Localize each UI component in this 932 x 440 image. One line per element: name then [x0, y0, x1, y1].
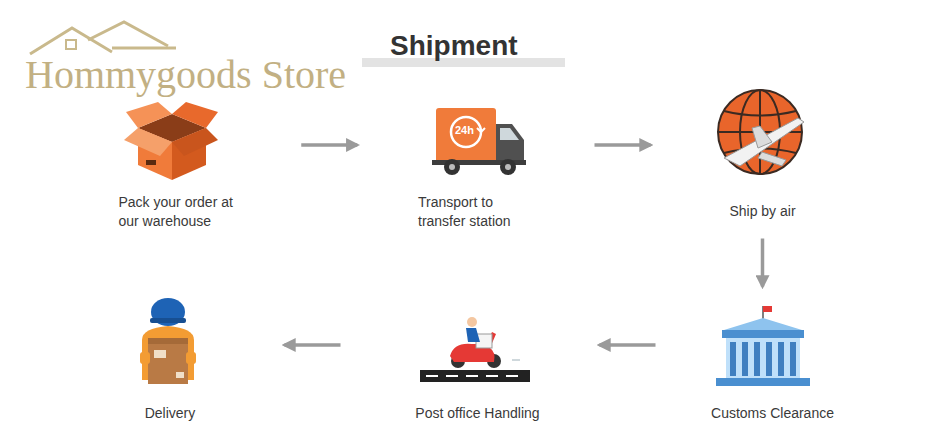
process-step: Customs Clearance — [695, 300, 850, 427]
process-step: Post office Handling — [395, 305, 560, 427]
step-caption: Ship by air — [721, 202, 803, 225]
watermark: Hommygoods Store — [25, 52, 346, 98]
process-step: Pack your order at our warehouse — [111, 95, 249, 235]
process-step: Delivery — [110, 295, 230, 427]
step-caption: Transport to transfer station — [410, 193, 538, 235]
process-step: Ship by air — [700, 90, 825, 225]
flow-arrow — [600, 343, 656, 347]
process-step: Transport to transfer station — [410, 95, 545, 235]
logo-roof — [30, 22, 176, 54]
globe-icon — [718, 90, 804, 174]
flow-arrow — [285, 343, 341, 347]
step-caption: Delivery — [137, 404, 204, 427]
flow-arrow — [301, 143, 357, 147]
step-caption: Pack your order at our warehouse — [111, 193, 245, 235]
courier-icon — [140, 298, 196, 384]
title: Shipment — [390, 30, 518, 62]
step-caption: Customs Clearance — [703, 404, 842, 427]
scooter-icon — [420, 317, 530, 382]
icon-label: 24h — [455, 124, 474, 137]
box-icon — [124, 102, 218, 180]
step-caption: Post office Handling — [407, 404, 547, 427]
flow-arrow — [595, 143, 651, 147]
truck-icon — [432, 108, 526, 175]
building-icon — [716, 306, 810, 386]
flow-arrow — [761, 239, 765, 287]
